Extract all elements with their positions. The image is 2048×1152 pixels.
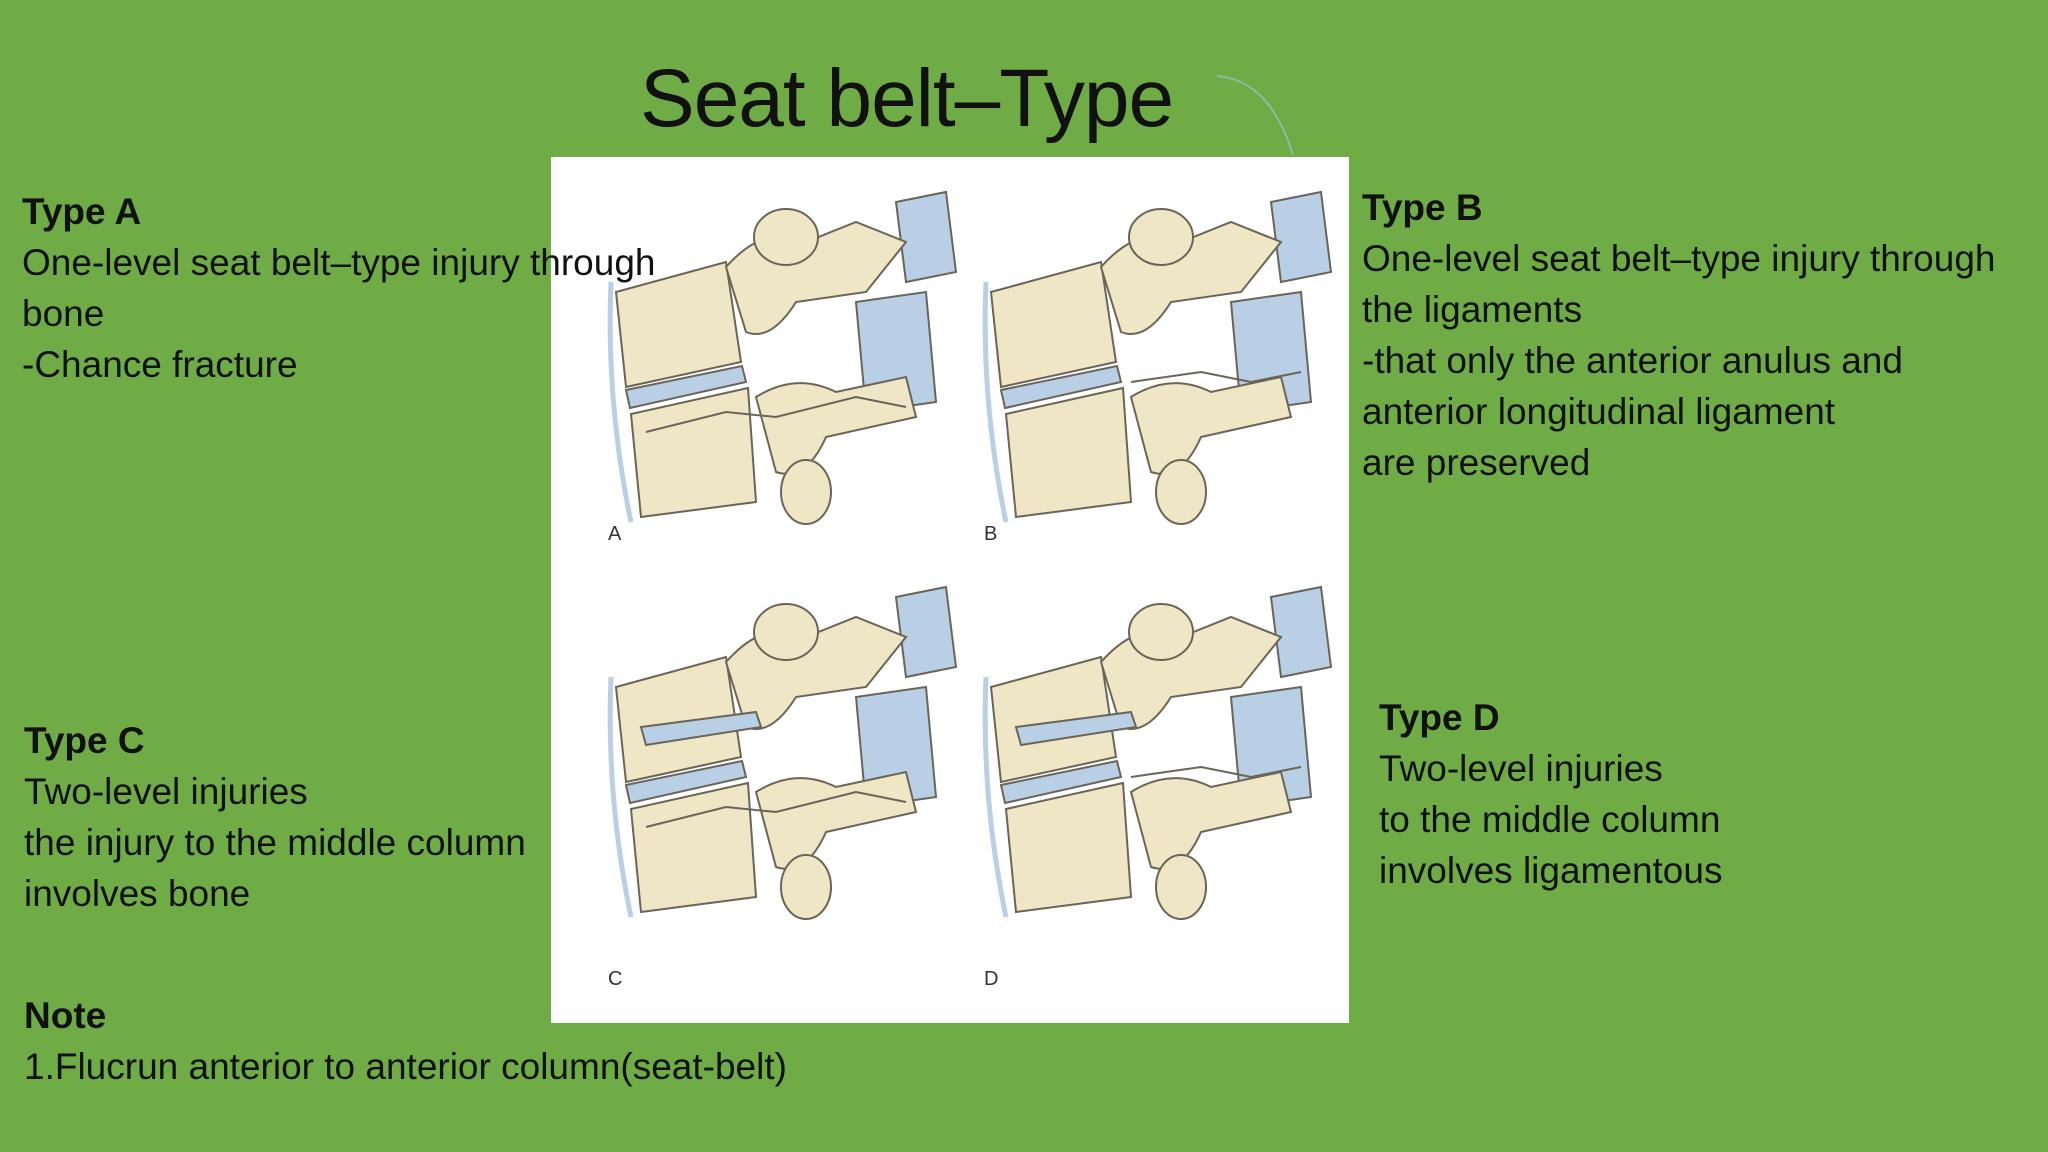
ligament-shape: [854, 685, 938, 809]
spine-illustration: A B C D: [551, 157, 1349, 1023]
disc-shape: [639, 710, 763, 747]
fracture-line: [645, 790, 907, 828]
type-d-line: Two-level injuries: [1379, 748, 1663, 789]
ligament-shape: [894, 190, 958, 284]
ligament-tear-line: [1130, 765, 1302, 779]
vertebral-body: [1004, 386, 1133, 519]
spinous-process: [1155, 854, 1207, 920]
type-a-line: bone: [22, 293, 105, 334]
facet-joint: [753, 603, 819, 661]
anterior-ligament-line: [982, 281, 1009, 523]
facet-joint: [1128, 208, 1194, 266]
note-line: 1.Flucrun anterior to anterior column(se…: [24, 1046, 787, 1087]
type-d-heading: Type D: [1379, 697, 1500, 738]
posterior-element: [1129, 375, 1293, 475]
type-a-line: One-level seat belt–type injury through: [22, 242, 656, 283]
type-b-line: -that only the anterior anulus and: [1362, 340, 1903, 381]
panel-label-a: A: [608, 523, 622, 545]
type-c-line: the injury to the middle column: [24, 822, 526, 863]
fracture-line: [645, 395, 907, 433]
spinous-process: [1155, 459, 1207, 525]
decorative-arc: [1216, 75, 1294, 156]
type-a-heading: Type A: [22, 191, 142, 232]
posterior-element: [1129, 770, 1293, 870]
note-heading: Note: [24, 995, 107, 1036]
vertebral-body: [629, 781, 758, 914]
vertebral-body: [614, 655, 743, 784]
type-b-line: the ligaments: [1362, 289, 1583, 330]
type-a-description: Type A One-level seat belt–type injury t…: [22, 186, 655, 390]
spinous-process: [780, 854, 832, 920]
type-c-line: Two-level injuries: [24, 771, 308, 812]
vertebral-body: [629, 386, 758, 519]
type-d-description: Type D Two-level injuries to the middle …: [1379, 692, 1722, 896]
anterior-ligament-line: [607, 281, 634, 523]
vertebral-body: [989, 655, 1118, 784]
panel-label-d: D: [984, 968, 999, 990]
ligament-tear-line: [1130, 370, 1302, 384]
type-b-heading: Type B: [1362, 187, 1483, 228]
posterior-element: [754, 770, 918, 870]
note-description: Note 1.Flucrun anterior to anterior colu…: [24, 990, 787, 1092]
vertebral-body: [614, 260, 743, 389]
posterior-element: [754, 375, 918, 475]
type-b-line: anterior longitudinal ligament: [1362, 391, 1836, 432]
facet-joint: [753, 208, 819, 266]
disc-shape: [999, 364, 1123, 410]
vertebral-body: [989, 260, 1118, 389]
anterior-ligament-line: [607, 676, 634, 918]
type-c-description: Type C Two-level injuries the injury to …: [24, 715, 526, 919]
anterior-ligament-line: [982, 676, 1009, 918]
panel-label-c: C: [608, 968, 623, 990]
panel-label-b: B: [984, 523, 998, 545]
ligament-shape: [894, 585, 958, 679]
type-d-line: involves ligamentous: [1379, 850, 1723, 891]
type-a-line: -Chance fracture: [22, 344, 298, 385]
type-c-line: involves bone: [24, 873, 251, 914]
spinous-process: [780, 459, 832, 525]
facet-joint: [1128, 603, 1194, 661]
disc-shape: [1014, 710, 1138, 747]
disc-shape: [624, 364, 748, 410]
vertebral-body: [1004, 781, 1133, 914]
slide-title: Seat belt–Type: [640, 53, 1174, 144]
type-d-line: to the middle column: [1379, 799, 1721, 840]
ligament-shape: [1269, 190, 1333, 284]
type-b-description: Type B One-level seat belt–type injury t…: [1362, 182, 1995, 488]
type-b-line: are preserved: [1362, 442, 1591, 483]
spine-illustration-drawing: [607, 190, 1333, 920]
ligament-shape: [1269, 585, 1333, 679]
disc-shape: [624, 759, 748, 805]
type-b-line: One-level seat belt–type injury through: [1362, 238, 1996, 279]
ligament-shape: [854, 290, 938, 414]
disc-shape: [999, 759, 1123, 805]
type-c-heading: Type C: [24, 720, 145, 761]
